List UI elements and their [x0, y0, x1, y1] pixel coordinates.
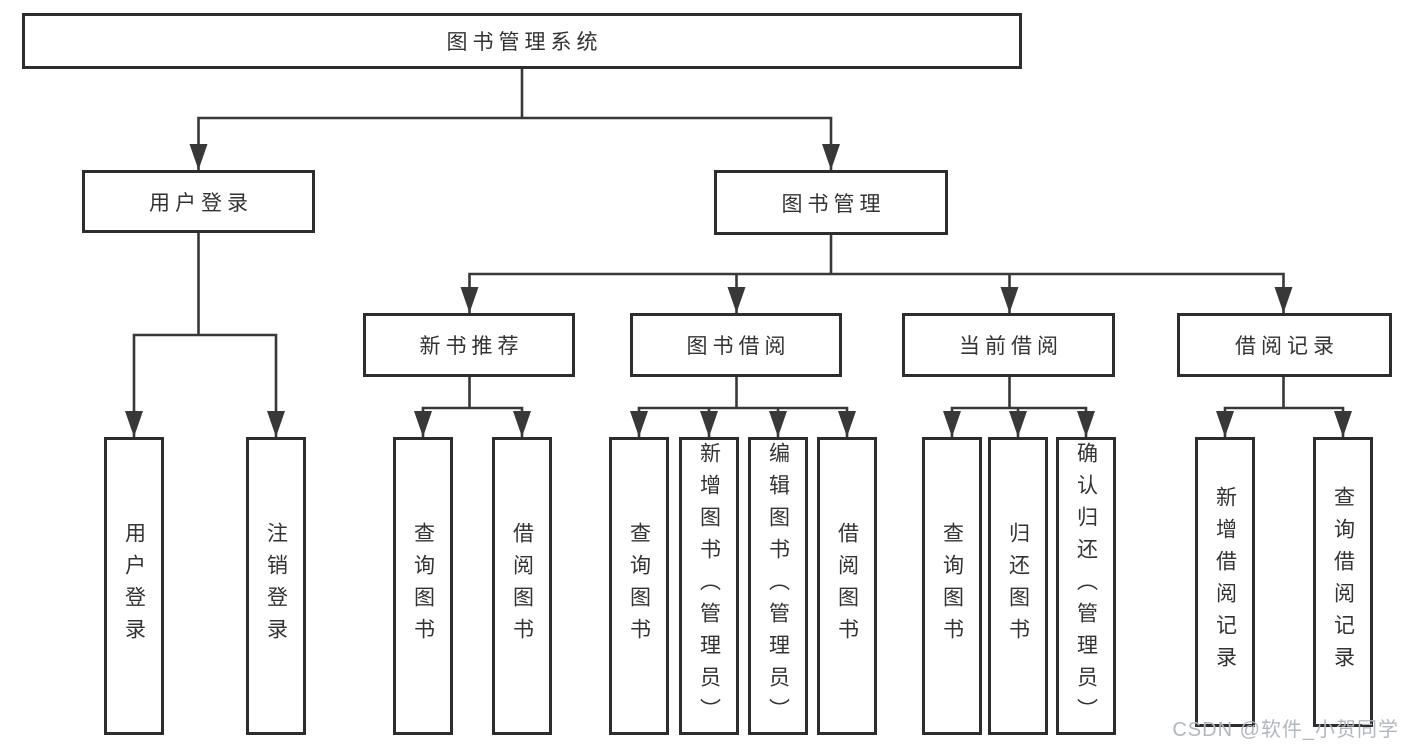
node-user-login-label: 用户登录 — [149, 191, 253, 215]
leaf-query-books-current-label: 查询图书 — [940, 522, 964, 650]
node-book-management-label: 图书管理 — [781, 192, 886, 216]
leaf-edit-book-admin: 编辑图书（管理员） — [748, 437, 808, 735]
node-borrow-records: 借阅记录 — [1177, 313, 1392, 377]
node-new-book-recommend-label: 新书推荐 — [419, 335, 524, 358]
leaf-add-borrow-record-label: 新增借阅记录 — [1213, 486, 1237, 678]
leaf-user-login: 用户登录 — [104, 437, 164, 735]
node-new-book-recommend: 新书推荐 — [363, 313, 575, 377]
node-root-label: 图书管理系统 — [446, 31, 603, 54]
leaf-logout-label: 注销登录 — [264, 522, 288, 650]
leaf-confirm-return-admin: 确认归还（管理员） — [1056, 437, 1116, 735]
leaf-borrow-books: 借阅图书 — [817, 437, 877, 735]
leaf-query-books-recommend: 查询图书 — [393, 437, 453, 735]
leaf-user-login-label: 用户登录 — [122, 522, 146, 650]
node-user-login: 用户登录 — [82, 170, 315, 233]
node-root: 图书管理系统 — [22, 13, 1022, 69]
node-book-borrowing-label: 图书借阅 — [686, 335, 791, 358]
arrowheads — [125, 144, 1352, 437]
node-book-management: 图书管理 — [714, 170, 948, 235]
node-borrow-records-label: 借阅记录 — [1235, 335, 1339, 358]
leaf-query-borrow-record-label: 查询借阅记录 — [1331, 486, 1355, 678]
leaf-borrow-books-label: 借阅图书 — [835, 522, 859, 650]
leaf-return-books-label: 归还图书 — [1006, 522, 1030, 650]
node-current-borrowing: 当前借阅 — [902, 313, 1115, 377]
leaf-return-books: 归还图书 — [988, 437, 1048, 735]
leaf-confirm-return-admin-label: 确认归还（管理员） — [1074, 442, 1098, 730]
leaf-add-borrow-record: 新增借阅记录 — [1195, 437, 1255, 727]
node-book-borrowing: 图书借阅 — [630, 313, 842, 377]
leaf-query-books-current: 查询图书 — [922, 437, 982, 735]
leaf-add-book-admin: 新增图书（管理员） — [679, 437, 739, 735]
leaf-query-books-recommend-label: 查询图书 — [411, 522, 435, 650]
csdn-watermark: CSDN @软件_小贺同学 — [1172, 719, 1399, 741]
leaf-edit-book-admin-label: 编辑图书（管理员） — [766, 442, 790, 730]
leaf-add-book-admin-label: 新增图书（管理员） — [697, 442, 721, 730]
node-current-borrowing-label: 当前借阅 — [959, 335, 1063, 358]
leaf-logout: 注销登录 — [246, 437, 306, 735]
leaf-query-books-borrow-label: 查询图书 — [627, 522, 651, 650]
leaf-borrow-books-recommend: 借阅图书 — [492, 437, 552, 735]
leaf-query-books-borrow: 查询图书 — [609, 437, 669, 735]
leaf-borrow-books-recommend-label: 借阅图书 — [510, 522, 534, 650]
leaf-query-borrow-record: 查询借阅记录 — [1313, 437, 1373, 727]
